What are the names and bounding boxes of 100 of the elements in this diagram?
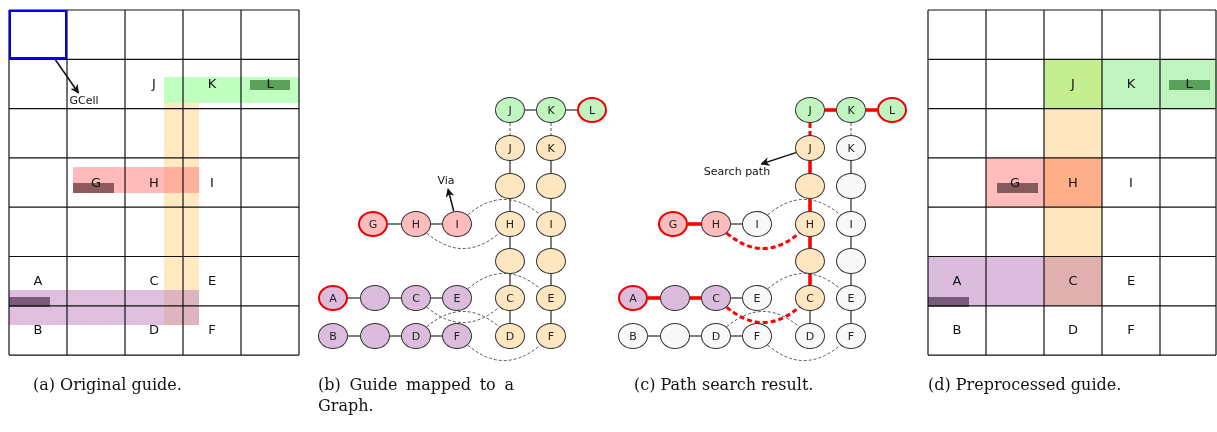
- dashed-connector: [467, 198, 541, 216]
- connector-line: [509, 310, 511, 324]
- connector-line: [550, 198, 552, 212]
- connector-line: [808, 161, 812, 173]
- connector-line: [850, 273, 852, 286]
- cell-letter: B: [951, 322, 963, 338]
- graph-node: E: [836, 285, 866, 311]
- dashed-connector: [467, 272, 541, 290]
- graph-node: J: [795, 97, 825, 123]
- connector-line: [430, 297, 443, 299]
- graph-node: D: [701, 323, 731, 349]
- connector-line: [850, 310, 852, 324]
- empty-graph-node: [360, 323, 390, 349]
- connector-line: [850, 160, 852, 174]
- connector-line: [509, 198, 511, 212]
- graph-node: F: [442, 323, 472, 349]
- graph-node: K: [536, 97, 566, 123]
- connector-line: [389, 297, 402, 299]
- graph-node: F: [742, 323, 772, 349]
- graph-node: C: [795, 285, 825, 311]
- connector-line: [647, 335, 661, 337]
- cell-letter: A: [951, 273, 963, 289]
- connector-line: [808, 199, 812, 211]
- graph-node: K: [836, 135, 866, 161]
- graph-node: H: [701, 211, 731, 237]
- connector-line: [730, 335, 743, 337]
- dashed-connector: [467, 344, 541, 362]
- callout-text: Via: [434, 173, 458, 189]
- graph-node: D: [795, 323, 825, 349]
- leader-arrow: [445, 188, 455, 213]
- empty-graph-node: [795, 173, 825, 199]
- connector-line: [809, 310, 811, 324]
- cell-letter: K: [206, 75, 218, 91]
- cell-letter: G: [89, 174, 103, 190]
- connector-line: [808, 274, 812, 285]
- leader-arrow: [54, 58, 80, 94]
- cell-letter: K: [1125, 75, 1137, 91]
- cell-letter: I: [1128, 174, 1134, 190]
- graph-node: D: [495, 323, 525, 349]
- cell-letter: I: [209, 174, 215, 190]
- connector-line: [866, 108, 877, 112]
- dashed-connector: [808, 123, 812, 135]
- connector-line: [509, 160, 511, 174]
- graph-node: C: [401, 285, 431, 311]
- graph-node: K: [536, 135, 566, 161]
- graph-node: A: [318, 285, 348, 311]
- connector-line: [347, 297, 361, 299]
- graph-node: J: [495, 135, 525, 161]
- graph-node: H: [495, 211, 525, 237]
- dashed-connector: [767, 272, 841, 290]
- connector-line: [689, 335, 702, 337]
- graph-node: E: [742, 285, 772, 311]
- graph-node: H: [795, 211, 825, 237]
- graph-node: E: [442, 285, 472, 311]
- empty-graph-node: [660, 323, 690, 349]
- empty-graph-node: [795, 248, 825, 274]
- connector-line: [550, 310, 552, 324]
- connector-line: [430, 223, 443, 225]
- connector-line: [688, 222, 701, 226]
- callout-text: GCell: [64, 93, 104, 109]
- graph-node: D: [401, 323, 431, 349]
- cell-letter: C: [148, 273, 160, 289]
- graph-node: G: [658, 211, 688, 237]
- figure-caption: (b) Guide mapped to a Graph.: [318, 374, 514, 416]
- graph-node: B: [318, 323, 348, 349]
- callout-text: Search path: [702, 164, 772, 180]
- cell-letter: B: [32, 322, 44, 338]
- dashed-connector: [426, 306, 500, 324]
- dashed-connector: [767, 344, 841, 362]
- empty-graph-node: [836, 173, 866, 199]
- connector-line: [825, 108, 836, 112]
- graph-node: H: [401, 211, 431, 237]
- graph-node: F: [536, 323, 566, 349]
- empty-graph-node: [660, 285, 690, 311]
- graph-node: L: [577, 97, 607, 123]
- connector-line: [509, 273, 511, 286]
- connector-line: [389, 335, 402, 337]
- graph-node: J: [495, 97, 525, 123]
- connector-line: [648, 296, 660, 300]
- cell-letter: D: [148, 322, 160, 338]
- cell-letter: J: [1069, 75, 1076, 91]
- connector-line: [730, 223, 743, 225]
- empty-graph-node: [536, 173, 566, 199]
- cell-letter: J: [150, 75, 157, 91]
- connector-line: [430, 335, 443, 337]
- graph-node: I: [836, 211, 866, 237]
- connector-line: [730, 297, 743, 299]
- dashed-connector: [726, 310, 800, 328]
- connector-line: [387, 223, 402, 225]
- graph-node: I: [442, 211, 472, 237]
- connector-line: [550, 160, 552, 174]
- graph-node: C: [495, 285, 525, 311]
- cell-letter: H: [1067, 174, 1079, 190]
- cell-letter: L: [265, 75, 275, 91]
- cell-letter: D: [1067, 322, 1079, 338]
- graph-node: I: [536, 211, 566, 237]
- dashed-connector: [767, 198, 841, 216]
- figure-caption: (c) Path search result.: [634, 374, 815, 395]
- connector-line: [565, 109, 578, 111]
- empty-graph-node: [495, 173, 525, 199]
